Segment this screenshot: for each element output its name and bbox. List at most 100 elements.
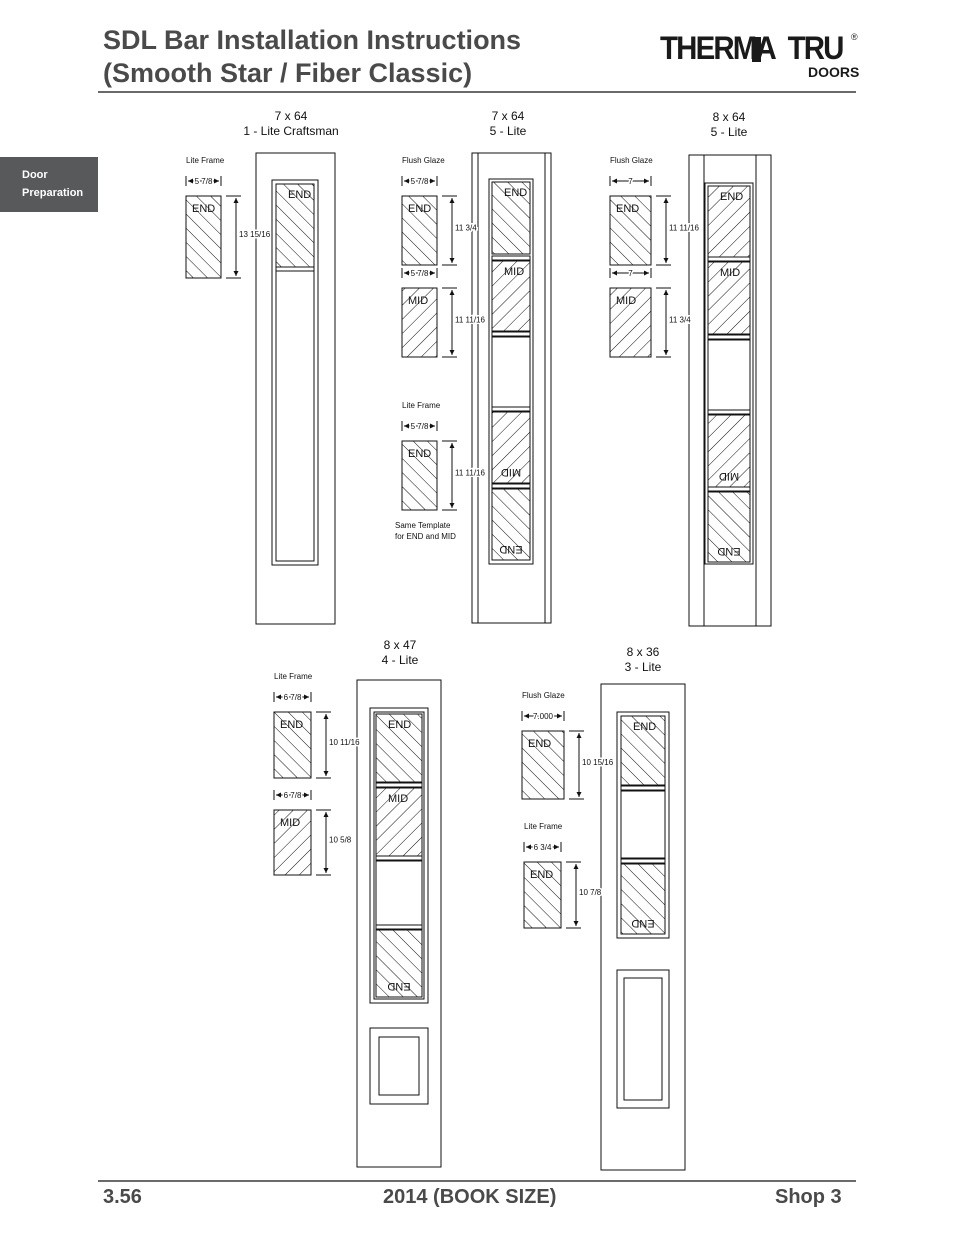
door4-glass-2-label: MID: [388, 793, 408, 805]
logo-registered-mark: ®: [851, 32, 858, 42]
page-number: 3.56: [103, 1186, 142, 1208]
tpl2b-height: 11 11/16: [455, 316, 486, 325]
door5-bar-1: [620, 785, 666, 791]
door3-glass-3: [707, 339, 751, 411]
tpl3b-glass: [609, 287, 652, 358]
door5-title: 8 x 36: [627, 645, 660, 659]
tpl5a-width: 7.000: [533, 712, 554, 721]
tpl4a-height: 10 11/16: [329, 738, 360, 747]
door2-inner: [477, 152, 546, 624]
door4-glass-4: [375, 929, 423, 998]
tpl5b-glass: [523, 861, 562, 929]
logo-door-mark-icon: [752, 37, 761, 62]
tpl1-heading: Lite Frame: [186, 156, 225, 165]
tpl1-label: END: [192, 203, 215, 215]
tpl2c-glass: [401, 440, 438, 511]
tpl4a-heading: Lite Frame: [274, 672, 313, 681]
door2-glass-1: [491, 181, 531, 255]
door4-bar-1: [375, 782, 423, 788]
door3-bar-2: [707, 334, 751, 340]
door5-bar-2: [620, 858, 666, 864]
door2-bar-1: [491, 255, 531, 261]
door4-title: 8 x 47: [384, 638, 417, 652]
tpl4b-label: MID: [280, 817, 300, 829]
door4-glass-4-label: END: [387, 980, 410, 992]
tpl4a-glass: [273, 711, 312, 779]
tpl1-glass: [185, 195, 222, 279]
door2-glass-1-label: END: [504, 187, 527, 199]
tpl5a-label: END: [528, 738, 551, 750]
door3-title: 8 x 64: [713, 110, 746, 124]
door3-glass-4-label: MID: [719, 470, 739, 482]
door3-bar-3: [707, 409, 751, 415]
tpl1-height: 13 15/16: [239, 230, 271, 239]
tpl2b-width: 5 7/8: [411, 269, 429, 278]
door4-glass-1-label: END: [388, 719, 411, 731]
door4-subtitle: 4 - Lite: [382, 653, 419, 667]
door2-bar-3: [491, 406, 531, 412]
door3-glass-2-label: MID: [720, 267, 740, 279]
door4-glass-3: [375, 860, 423, 926]
tpl5a-height: 10 15/16: [582, 758, 614, 767]
tpl5b-width: 6 3/4: [534, 843, 552, 852]
door2-glass-3: [491, 336, 531, 408]
tpl2c-width: 5 7/8: [411, 422, 429, 431]
page-title: SDL Bar Installation Instructions (Smoot…: [103, 24, 623, 90]
therma-tru-logo: THERMA TRU ® DOORS: [660, 30, 860, 82]
tpl5a-heading: Flush Glaze: [522, 691, 565, 700]
door3-bar-4: [707, 486, 751, 492]
door2-subtitle: 5 - Lite: [490, 124, 527, 138]
tpl4a-label: END: [280, 719, 303, 731]
door2-glass-5-label: END: [499, 543, 522, 555]
tpl2a-heading: Flush Glaze: [402, 156, 445, 165]
door3-glass-1: [707, 185, 751, 258]
tpl3a-glass: [609, 195, 652, 266]
door5-subtitle: 3 - Lite: [625, 660, 662, 674]
tpl2a-height: 11 3/4: [455, 224, 477, 233]
door4-bar-2: [375, 855, 423, 861]
door4-glass-2: [375, 787, 423, 857]
door4-bar-3: [375, 924, 423, 930]
tpl5b-label: END: [530, 869, 553, 881]
tpl3a-label: END: [616, 203, 639, 215]
door2-glass-4-label: MID: [501, 466, 521, 478]
door5-panel-inner: [623, 977, 663, 1101]
logo-subtitle: DOORS: [808, 64, 860, 80]
tpl2-note-1: Same Template: [395, 521, 451, 530]
door2-bar-4: [491, 483, 531, 489]
title-line-1: SDL Bar Installation Instructions: [103, 25, 522, 55]
door5-glass-3: [620, 863, 666, 935]
tpl1-width: 5 7/8: [195, 177, 213, 186]
door3-glass-1-label: END: [720, 191, 743, 203]
tpl2c-height: 11 11/16: [455, 469, 486, 478]
door5-glass-2: [620, 790, 666, 859]
tpl2c-label: END: [408, 448, 431, 460]
tpl2a-width: 5 7/8: [411, 177, 429, 186]
door2-bar-2: [491, 331, 531, 337]
door1-title: 7 x 64: [275, 109, 308, 123]
tpl4b-height: 10 5/8: [329, 836, 352, 845]
door5-glass-1-label: END: [633, 721, 656, 733]
tpl5a-glass: [521, 730, 565, 800]
door3-glass-4: [707, 414, 751, 488]
section-tab: Door Preparation: [0, 157, 98, 212]
door3-glass-2: [707, 261, 751, 335]
door2-title: 7 x 64: [492, 109, 525, 123]
door3-glass-5-label: END: [717, 545, 740, 557]
door4-glass-1: [375, 713, 423, 783]
door5-glass-1: [620, 715, 666, 786]
door5-glass-3-label: END: [631, 917, 654, 929]
section-tab-line1: Door: [22, 169, 48, 181]
tpl3b-height: 11 3/4: [669, 316, 691, 325]
door3-subtitle: 5 - Lite: [711, 125, 748, 139]
door1-end-glass: [275, 183, 315, 268]
tpl4b-glass: [273, 809, 312, 876]
tpl2c-heading: Lite Frame: [402, 401, 441, 410]
door1-sdl-bar: [275, 266, 315, 272]
tpl3a-height: 11 11/16: [669, 224, 700, 233]
tpl3a-width: 7: [628, 177, 633, 186]
tpl3a-heading: Flush Glaze: [610, 156, 653, 165]
tpl4b-width: 6 7/8: [284, 791, 302, 800]
